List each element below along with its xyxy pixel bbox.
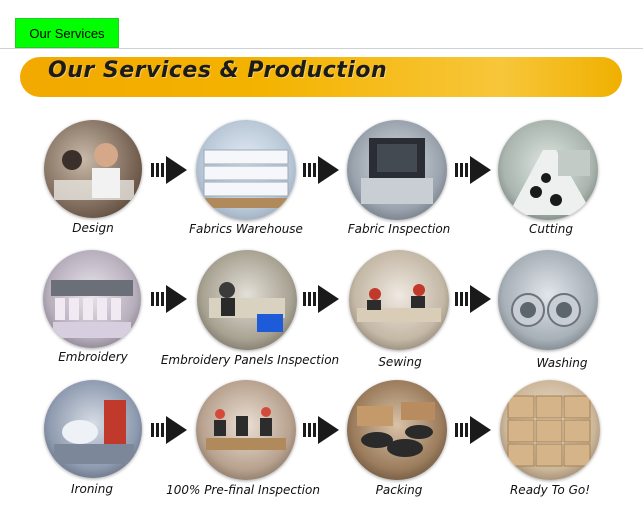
arrow-right-icon xyxy=(455,416,491,444)
step-label-washing: Washing xyxy=(536,356,588,370)
packing-photo xyxy=(347,380,447,480)
ironing-photo xyxy=(44,380,142,478)
embroidery-panels-inspection-photo xyxy=(197,250,297,350)
header-divider xyxy=(0,48,643,49)
step-label-embroidery: Embroidery xyxy=(58,350,128,364)
step-label-sewing: Sewing xyxy=(378,355,422,369)
embroidery-photo xyxy=(43,250,141,348)
step-label-ironing: Ironing xyxy=(71,482,113,496)
arrow-right-icon xyxy=(303,156,339,184)
arrow-right-icon xyxy=(151,416,187,444)
step-label-fabric-inspection: Fabric Inspection xyxy=(347,222,451,236)
tab-label: Our Services xyxy=(29,25,105,41)
arrow-right-icon xyxy=(151,156,187,184)
tab-our-services[interactable]: Our Services xyxy=(15,18,119,48)
step-label-pre-final-inspection: 100% Pre-final Inspection xyxy=(166,483,320,497)
services-banner xyxy=(20,57,622,97)
sewing-photo xyxy=(349,250,449,350)
arrow-right-icon xyxy=(303,416,339,444)
arrow-right-icon xyxy=(151,285,187,313)
step-label-embroidery-panels-inspection: Embroidery Panels Inspection xyxy=(160,353,340,367)
fabric-inspection-photo xyxy=(347,120,447,220)
step-label-ready-to-go: Ready To Go! xyxy=(509,483,591,497)
cutting-photo xyxy=(498,120,598,220)
arrow-right-icon xyxy=(455,285,491,313)
step-label-cutting: Cutting xyxy=(529,222,573,236)
step-label-packing: Packing xyxy=(375,483,423,497)
arrow-right-icon xyxy=(303,285,339,313)
page-title: Our Services & Production xyxy=(48,58,388,83)
ready-to-go-photo xyxy=(500,380,600,480)
step-label-design: Design xyxy=(72,221,114,235)
pre-final-inspection-photo xyxy=(196,380,296,480)
fabrics-warehouse-photo xyxy=(196,120,296,220)
arrow-right-icon xyxy=(455,156,491,184)
washing-photo xyxy=(498,250,598,350)
step-label-fabrics-warehouse: Fabrics Warehouse xyxy=(189,222,303,236)
design-photo xyxy=(44,120,142,218)
